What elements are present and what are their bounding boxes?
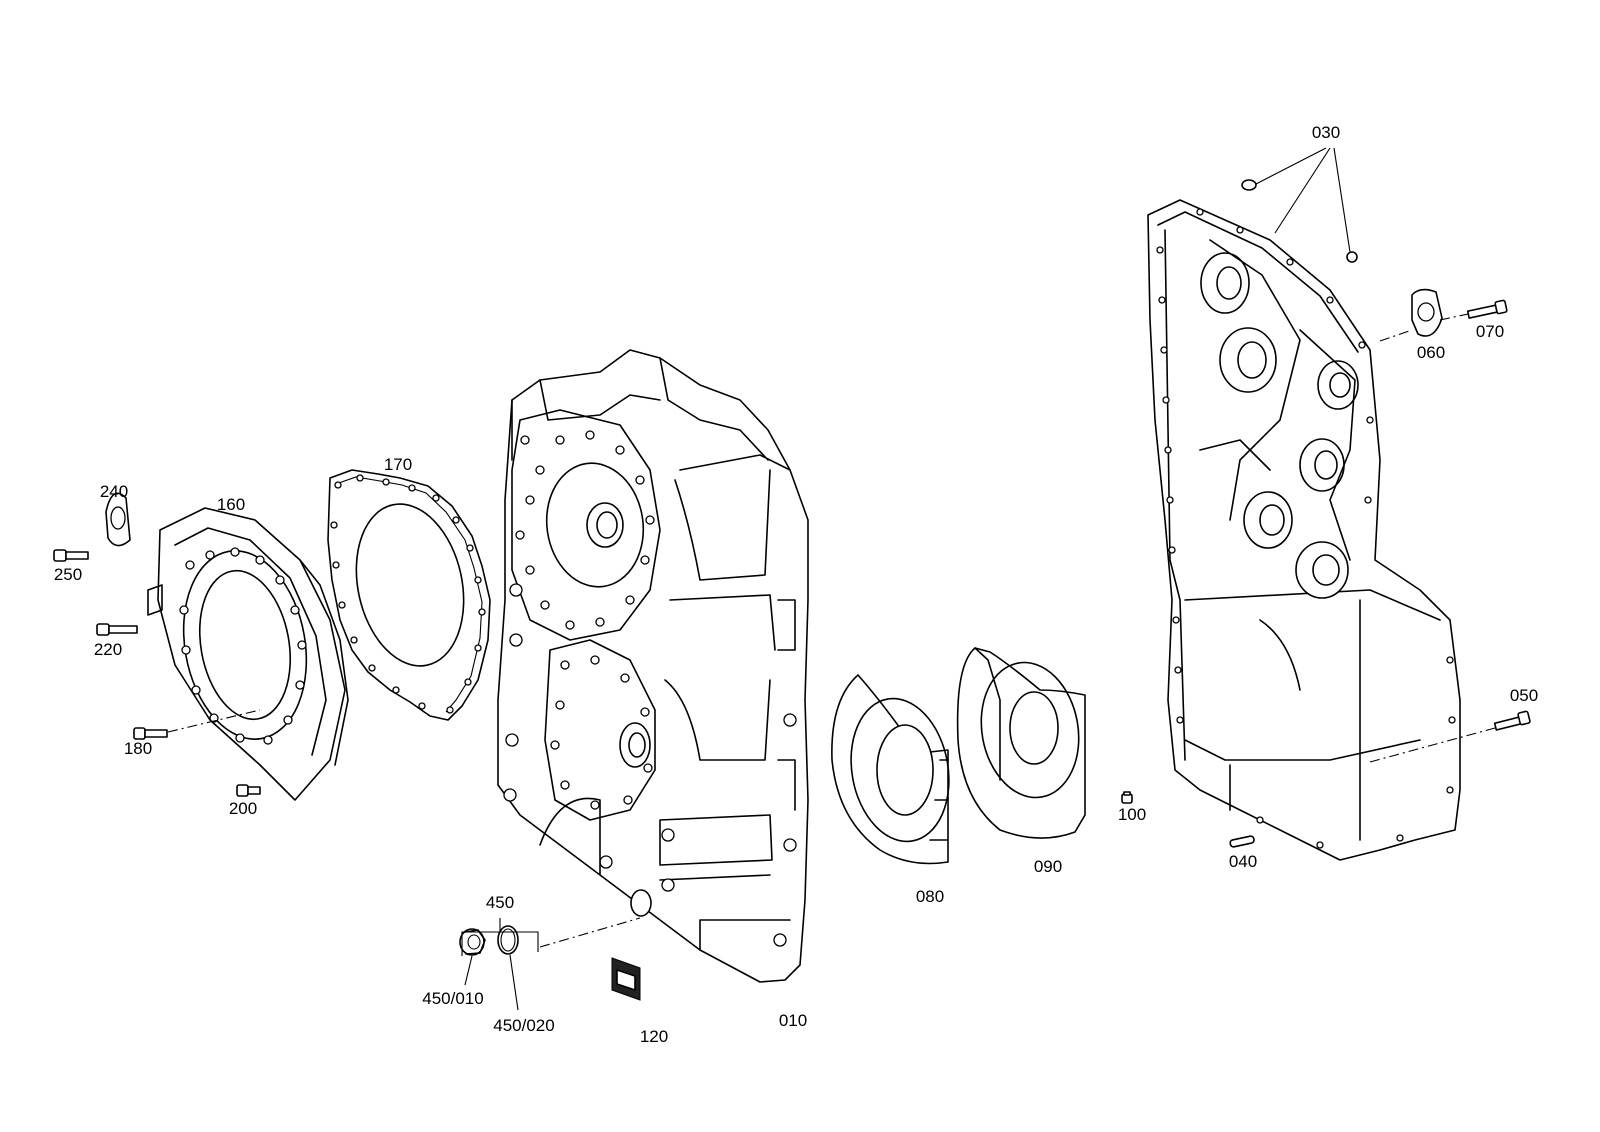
plate-060[interactable] (1411, 288, 1443, 337)
plate-240[interactable] (105, 492, 131, 547)
housing-cover[interactable] (1147, 199, 1461, 861)
label-170: 170 (384, 455, 412, 474)
bolt-220[interactable] (96, 623, 138, 636)
label-050: 050 (1510, 686, 1538, 705)
label-070: 070 (1476, 322, 1504, 341)
label-200: 200 (229, 799, 257, 818)
label-220: 220 (94, 640, 122, 659)
label-100: 100 (1118, 805, 1146, 824)
label-080: 080 (916, 887, 944, 906)
label-450-020: 450/020 (493, 1016, 554, 1035)
ring-450-020[interactable] (497, 925, 519, 955)
bolt-200[interactable] (236, 784, 261, 797)
plug-030-lower[interactable] (1346, 251, 1358, 263)
leader-lines (461, 147, 1351, 1011)
bolt-250[interactable] (53, 549, 89, 562)
bolt-070[interactable] (1466, 299, 1508, 319)
label-180: 180 (124, 739, 152, 758)
bolt-180[interactable] (133, 727, 168, 740)
label-010: 010 (779, 1011, 807, 1030)
label-450-010: 450/010 (422, 989, 483, 1008)
plug-100[interactable] (1121, 791, 1133, 804)
label-060: 060 (1417, 343, 1445, 362)
bolt-050[interactable] (1493, 710, 1531, 731)
plate-120[interactable] (611, 957, 641, 1001)
gasket-170[interactable] (327, 469, 491, 721)
deflector-080[interactable] (831, 674, 960, 865)
label-030: 030 (1312, 123, 1340, 142)
label-450: 450 (486, 893, 514, 912)
label-090: 090 (1034, 857, 1062, 876)
housing-010[interactable] (497, 349, 809, 983)
label-160: 160 (217, 495, 245, 514)
label-250: 250 (54, 565, 82, 584)
label-240: 240 (100, 482, 128, 501)
cover-160[interactable] (147, 507, 349, 801)
plug-450-010[interactable] (459, 928, 486, 956)
label-120: 120 (640, 1027, 668, 1046)
assembly-axes (167, 313, 1496, 948)
pin-040[interactable] (1229, 835, 1255, 848)
label-040: 040 (1229, 852, 1257, 871)
callout-labels: 030 070 060 050 040 100 090 080 010 120 … (54, 123, 1538, 1046)
deflector-090[interactable] (956, 647, 1089, 839)
plug-030-top[interactable] (1241, 179, 1257, 191)
